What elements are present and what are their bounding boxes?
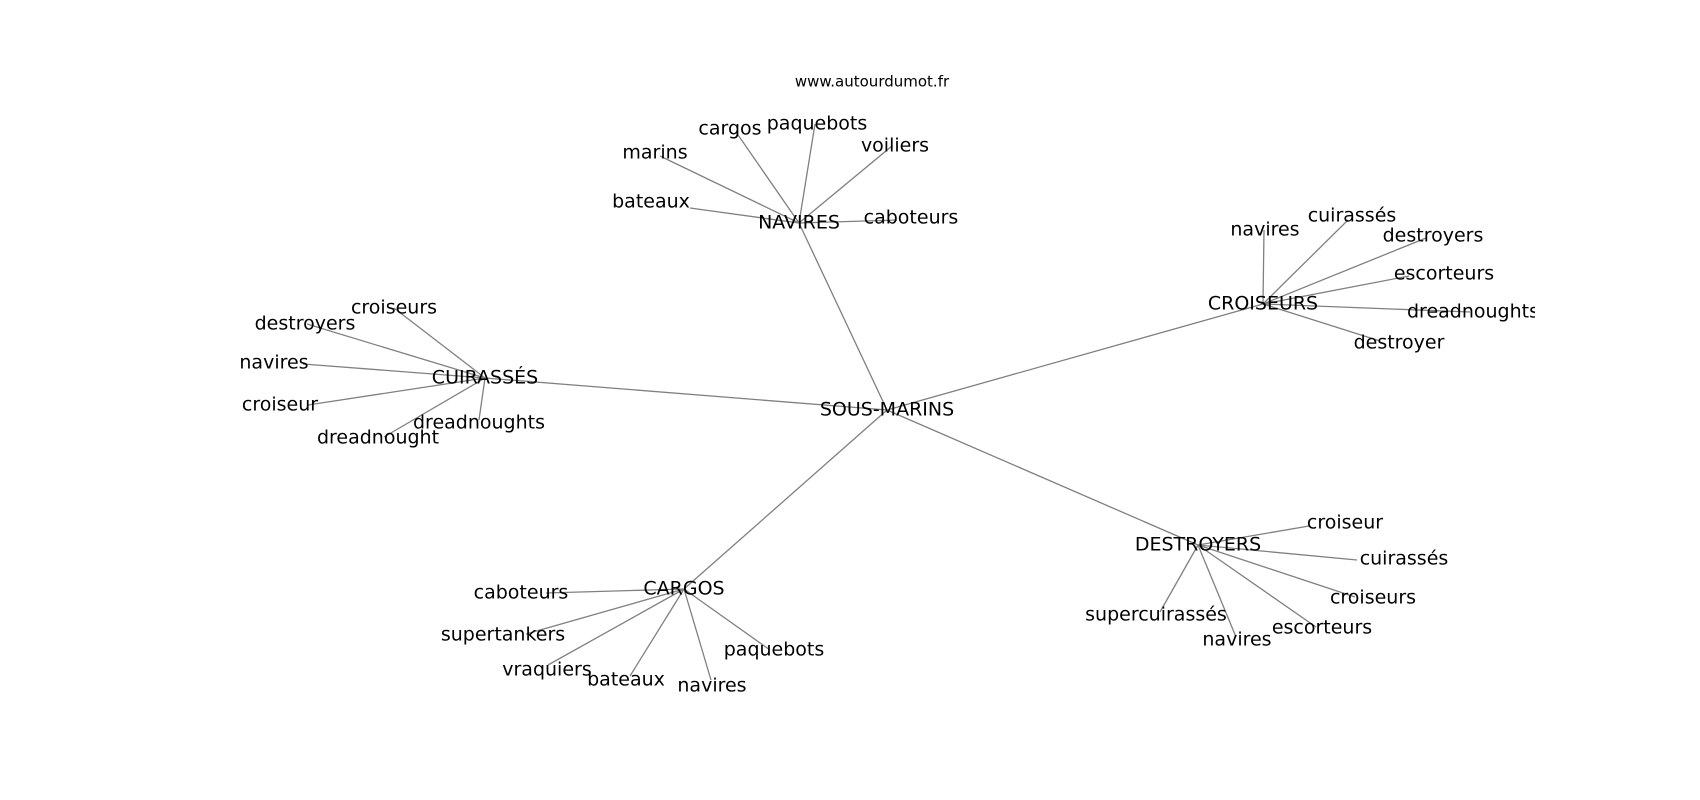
leaf-word-label: cuirassés [1360,548,1449,570]
leaf-edge [659,155,800,224]
leaf-edge [1262,303,1381,342]
leaf-edge [735,131,800,224]
leaf-edge [1262,303,1471,313]
leaf-word-label: dreadnought [317,427,439,449]
center-edge [798,222,888,411]
hub-word-label: NAVIRES [758,212,840,234]
leaf-edge [1262,237,1427,305]
leaf-word-label: dreadnoughts [1407,301,1539,323]
leaf-word-label: vraquiers [502,659,591,681]
leaf-edge [383,377,486,438]
leaf-word-label: caboteurs [864,207,959,229]
leaf-word-label: dreadnoughts [413,412,545,434]
center-edge [484,377,888,411]
leaf-word-label: navires [239,352,308,374]
leaf-word-label: paquebots [767,113,868,135]
leaf-word-label: caboteurs [474,582,569,604]
leaf-edge [1197,544,1317,628]
leaf-word-label: paquebots [724,639,825,661]
hub-word-label: DESTROYERS [1135,534,1261,556]
leaf-edge [307,377,486,406]
leaf-edge [798,123,816,224]
leaf-word-label: destroyer [1354,332,1445,354]
leaf-word-label: destroyers [1383,225,1484,247]
leaf-edge [1262,275,1410,305]
leaf-edge [393,307,486,379]
leaf-edge [302,363,486,379]
leaf-word-label: marins [622,142,687,164]
leaf-word-label: croiseurs [1330,587,1416,609]
leaf-edge [798,145,893,224]
leaf-word-label: navires [1230,219,1299,241]
leaf-word-label: navires [1202,629,1271,651]
leaf-word-label: cargos [698,118,761,140]
leaf-edge [683,588,771,651]
hub-word-label: CUIRASSÉS [432,366,538,389]
leaf-word-label: croiseur [1307,512,1383,534]
leaf-word-label: cuirassés [1308,205,1397,227]
leaf-edge [545,588,685,594]
leaf-edge [306,323,486,379]
leaf-word-label: escorteurs [1394,263,1494,285]
leaf-edge [1197,525,1310,546]
leaf-edge [525,588,685,635]
leaf-edge [629,588,685,677]
leaf-edge [1197,544,1237,638]
center-word-label: SOUS-MARINS [820,399,954,421]
leaf-edge [1197,544,1356,598]
leaf-word-label: bateaux [587,669,665,691]
source-watermark: www.autourdumot.fr [795,73,950,91]
leaf-word-label: supertankers [441,624,565,646]
leaf-edge [1159,544,1199,613]
center-edge [886,409,1199,546]
center-edge [683,409,888,590]
leaf-word-label: croiseurs [351,297,437,319]
leaf-word-label: supercuirassés [1085,604,1227,626]
leaf-edge [1262,219,1349,305]
leaf-edge [1262,229,1265,305]
graph-edges [302,123,1471,681]
hub-word-label: CARGOS [643,578,724,600]
hub-word-label: CROISEURS [1208,293,1318,315]
leaf-edge [689,207,800,224]
leaf-edge [547,588,685,666]
leaf-edge [1197,544,1358,561]
leaf-word-label: destroyers [255,313,356,335]
center-edge [886,303,1264,411]
leaf-word-label: navires [677,675,746,697]
leaf-word-label: escorteurs [1272,617,1372,639]
leaf-edge [478,377,486,421]
leaf-edge [683,588,712,681]
leaf-word-label: voiliers [861,135,929,157]
leaf-word-label: croiseur [242,394,318,416]
leaf-word-label: bateaux [612,191,690,213]
leaf-edge [798,219,898,224]
